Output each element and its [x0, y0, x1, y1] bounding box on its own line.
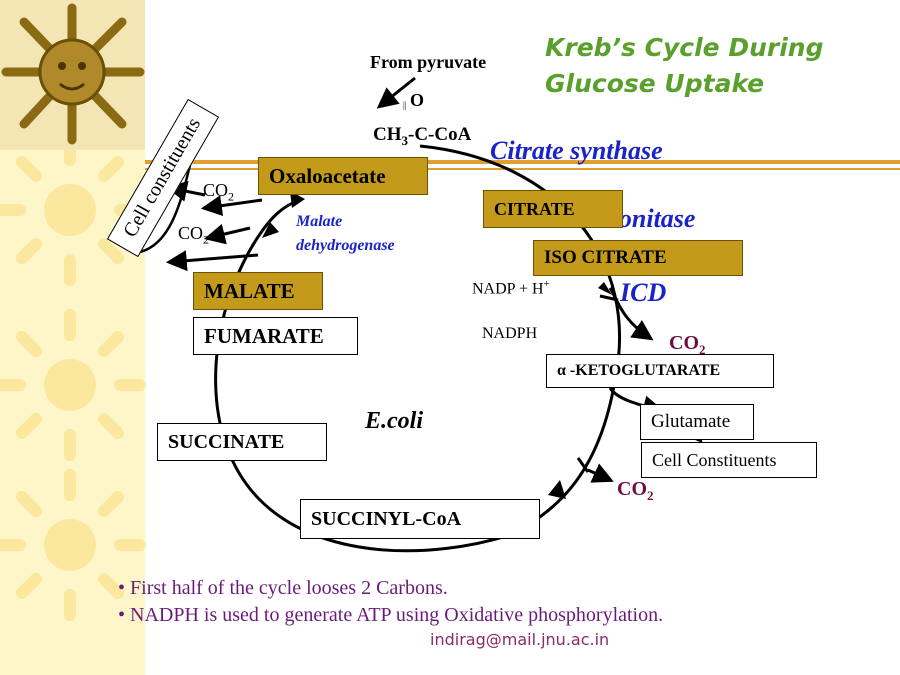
author-email: indirag@mail.jnu.ac.in [430, 630, 610, 649]
co2-sub-1: 2 [228, 189, 235, 204]
acetyl-rest: -C-CoA [408, 124, 472, 145]
cell-constituents-box: Cell Constituents [641, 442, 817, 478]
co2-co-3: CO [669, 332, 699, 354]
acetyl-sub3: 3 [401, 132, 409, 148]
succinate-box: SUCCINATE [157, 423, 327, 461]
co2-succinyl-label: CO2 [617, 478, 654, 504]
glutamate-box: Glutamate [640, 404, 754, 440]
pyruvate-arrow [376, 76, 416, 109]
organism-label: E.coli [365, 408, 423, 434]
malate-box: MALATE [193, 272, 323, 310]
slide-title-line2: Glucose Uptake [545, 69, 765, 98]
bullet-dot-2: • [118, 604, 131, 626]
co2-icd-label: CO2 [669, 332, 706, 358]
bullet-item-1: • First half of the cycle looses 2 Carbo… [118, 577, 448, 600]
oxaloacetate-box: Oxaloacetate [258, 157, 428, 195]
citrate-synthase-label: Citrate synthase [490, 136, 663, 165]
malate-dh-line2: dehydrogenase [296, 237, 395, 254]
sun-icon [0, 0, 145, 150]
icd-label: ICD [620, 278, 667, 307]
co2-label-1: CO2 [203, 180, 234, 205]
acetyl-oxygen: O [410, 90, 425, 110]
citrate-box: CITRATE [483, 190, 623, 228]
fumarate-box: FUMARATE [193, 317, 358, 355]
nadp-label: NADP + H+ [472, 278, 550, 298]
bullet-text-1: First half of the cycle looses 2 Carbons… [130, 577, 448, 599]
icd-branch [599, 287, 654, 341]
malate-dh-line1: Malate [296, 213, 343, 230]
isocitrate-box: ISO CITRATE [533, 240, 743, 276]
succinyl-coa-box: SUCCINYL-CoA [300, 499, 540, 539]
decor-band [145, 160, 900, 164]
succinyl-co2-branch [576, 457, 614, 483]
sun-decoration [0, 134, 146, 621]
acetyl-ch: CH [373, 124, 402, 145]
bullet-item-2: • NADPH is used to generate ATP using Ox… [118, 604, 663, 627]
co2-label-2: CO2 [178, 223, 209, 248]
slide-title-line1: Kreb’s Cycle During [545, 33, 824, 62]
cycle-arrowheads [262, 191, 612, 499]
alpha-kg-box: α -KETOGLUTARATE [546, 354, 774, 388]
bullet-text-2: NADPH is used to generate ATP using Oxid… [130, 604, 664, 626]
co2-co-4: CO [617, 478, 647, 500]
co2-sub-3: 2 [699, 342, 706, 357]
co2-co-1: CO [203, 180, 229, 200]
co2-sub-4: 2 [647, 488, 654, 503]
nadph-label: NADPH [482, 325, 538, 342]
nadp-text: NADP + H [472, 280, 544, 298]
nadp-sup: + [543, 278, 550, 290]
from-pyruvate-label: From pyruvate [370, 52, 487, 72]
decor-band-thin [145, 168, 900, 170]
bullet-dot-1: • [118, 577, 131, 599]
co2-arrows-left [165, 180, 263, 272]
acetyl-double-bond: || [403, 100, 407, 110]
co2-sub-2: 2 [203, 232, 210, 247]
co2-co-2: CO [178, 223, 204, 243]
acetyl-coa-label: CH3-C-CoA [373, 124, 471, 149]
